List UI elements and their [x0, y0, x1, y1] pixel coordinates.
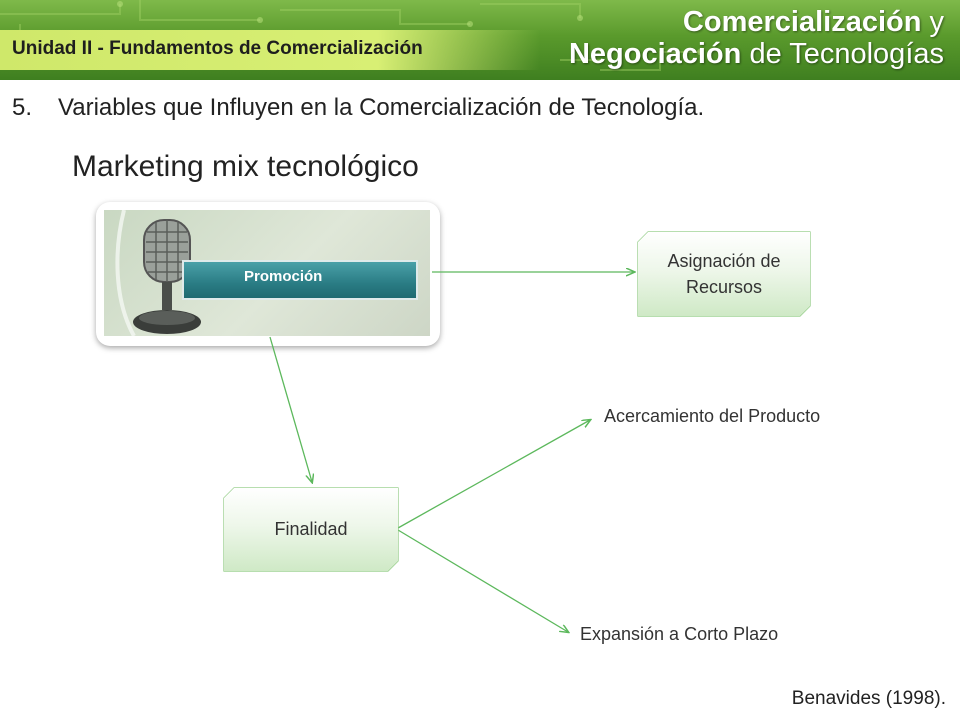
outcome-expansion: Expansión a Corto Plazo: [580, 624, 779, 644]
unit-title: Unidad II - Fundamentos de Comercializac…: [12, 38, 423, 59]
arrow-to-finalidad: [269, 336, 312, 482]
section-title: Marketing mix tecnológico: [72, 150, 419, 183]
slide-header: Unidad II - Fundamentos de Comercializac…: [0, 0, 960, 80]
arrow-to-expansion: [397, 529, 568, 632]
unit-title-bar: [0, 30, 540, 70]
node-asignacion-de-recursos: Asignación de Recursos: [638, 232, 810, 316]
brand-word-tecnologias: de Tecnologías: [749, 38, 944, 70]
course-brand: Comercialización y Negociación de Tecnol…: [569, 8, 944, 69]
brand-word-y: y: [929, 6, 945, 38]
promotion-image-frame: Promoción: [96, 202, 440, 346]
arrow-to-acercamiento: [397, 420, 590, 529]
node-finalidad: Finalidad: [224, 488, 398, 571]
node-asignacion-line-1: Asignación de: [667, 250, 781, 271]
subtitle-number: 5.: [12, 94, 33, 121]
subtitle-text: Variables que Influyen en la Comercializ…: [58, 94, 705, 121]
promotion-label: Promoción: [244, 268, 323, 285]
citation: Benavides (1998).: [791, 688, 946, 709]
microphone-icon: [115, 210, 201, 336]
brand-line-1: Comercialización y: [569, 8, 944, 37]
node-finalidad-label: Finalidad: [274, 519, 348, 540]
brand-word-comercializacion: Comercialización: [682, 6, 922, 38]
node-asignacion-line-2: Recursos: [685, 277, 763, 297]
promotion-banner: [182, 260, 418, 300]
brand-line-2: Negociación de Tecnologías: [569, 40, 944, 69]
circuit-pattern: [0, 0, 703, 71]
brand-word-negociacion: Negociación: [568, 38, 742, 70]
slide-subtitle: 5. Variables que Influyen en la Comercial…: [12, 94, 704, 122]
outcome-acercamiento: Acercamiento del Producto: [604, 406, 821, 426]
promotion-image: Promoción: [104, 210, 430, 336]
